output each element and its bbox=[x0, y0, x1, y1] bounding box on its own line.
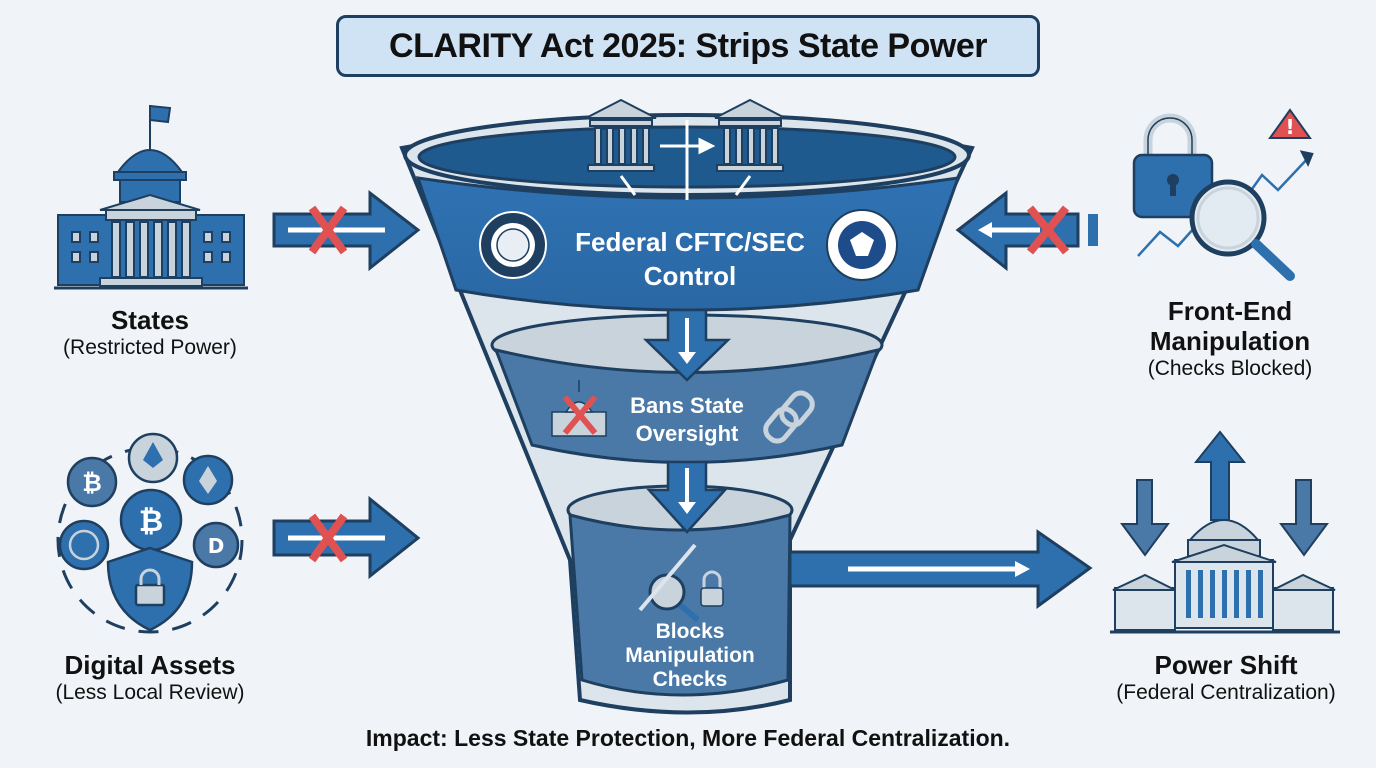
lock-icon bbox=[700, 570, 724, 607]
crypto-coins-shield-icon: ₿ ₿ D bbox=[56, 432, 244, 634]
front-end-label: Front-End Manipulation (Checks Blocked) bbox=[1115, 296, 1345, 382]
states-subheading: (Restricted Power) bbox=[63, 336, 237, 359]
funnel-middle-line2: Oversight bbox=[635, 421, 739, 446]
output-arrow-right bbox=[788, 529, 1093, 609]
bank-building-icon bbox=[585, 98, 657, 172]
impact-footer: Impact: Less State Protection, More Fede… bbox=[365, 725, 1011, 751]
front-end-heading-1: Front-End bbox=[1167, 296, 1293, 326]
funnel-bottom-line1: Blocks bbox=[655, 620, 725, 643]
funnel-bottom-label: Blocks Manipulation Checks bbox=[590, 620, 790, 692]
funnel-middle-label: Bans State Oversight bbox=[590, 392, 784, 448]
funnel-top-line1: Federal CFTC/SEC bbox=[575, 227, 805, 257]
digital-assets-label: Digital Assets (Less Local Review) bbox=[20, 650, 280, 706]
sec-seal-icon bbox=[826, 209, 898, 281]
funnel-top-label: Federal CFTC/SEC Control bbox=[540, 225, 840, 293]
power-shift-heading: Power Shift bbox=[1154, 650, 1298, 680]
arrow-down-icon bbox=[646, 460, 728, 534]
funnel-middle-line1: Bans State bbox=[630, 393, 744, 418]
page-title: CLARITY Act 2025: Strips State Power bbox=[389, 26, 987, 65]
federal-capitol-arrows-icon bbox=[1110, 430, 1340, 634]
blocked-arrow-left bbox=[955, 189, 1098, 272]
broken-chain-icon bbox=[763, 390, 815, 444]
power-shift-subheading: (Federal Centralization) bbox=[1116, 681, 1336, 704]
digital-assets-heading: Digital Assets bbox=[64, 650, 236, 680]
power-shift-label: Power Shift (Federal Centralization) bbox=[1095, 650, 1357, 706]
funnel-bottom-line2: Manipulation bbox=[625, 644, 755, 667]
blocked-arrow-right bbox=[272, 495, 421, 580]
funnel-bottom-line3: Checks bbox=[652, 668, 728, 691]
arrow-down-icon bbox=[642, 308, 732, 382]
svg-text:₿: ₿ bbox=[139, 504, 163, 539]
digital-assets-subheading: (Less Local Review) bbox=[55, 681, 245, 704]
crossed-capitol-icon bbox=[551, 380, 607, 437]
blocked-arrow-right bbox=[272, 189, 421, 272]
funnel-top-line2: Control bbox=[643, 261, 737, 291]
state-capitol-icon bbox=[54, 104, 248, 290]
bank-building-icon bbox=[714, 98, 786, 172]
svg-text:D: D bbox=[208, 534, 225, 558]
cftc-seal-icon bbox=[479, 211, 547, 279]
arrow-right-icon bbox=[619, 120, 752, 200]
front-end-subheading: (Checks Blocked) bbox=[1147, 357, 1313, 380]
front-end-heading-2: Manipulation bbox=[1149, 326, 1311, 356]
crossed-magnifier-icon bbox=[638, 543, 700, 623]
svg-text:!: ! bbox=[1285, 115, 1294, 139]
states-heading: States bbox=[110, 305, 190, 335]
lock-magnifier-chart-icon: ! bbox=[1132, 108, 1314, 281]
svg-text:₿: ₿ bbox=[82, 469, 102, 497]
title-box: CLARITY Act 2025: Strips State Power bbox=[336, 15, 1040, 77]
states-label: States (Restricted Power) bbox=[30, 305, 270, 361]
